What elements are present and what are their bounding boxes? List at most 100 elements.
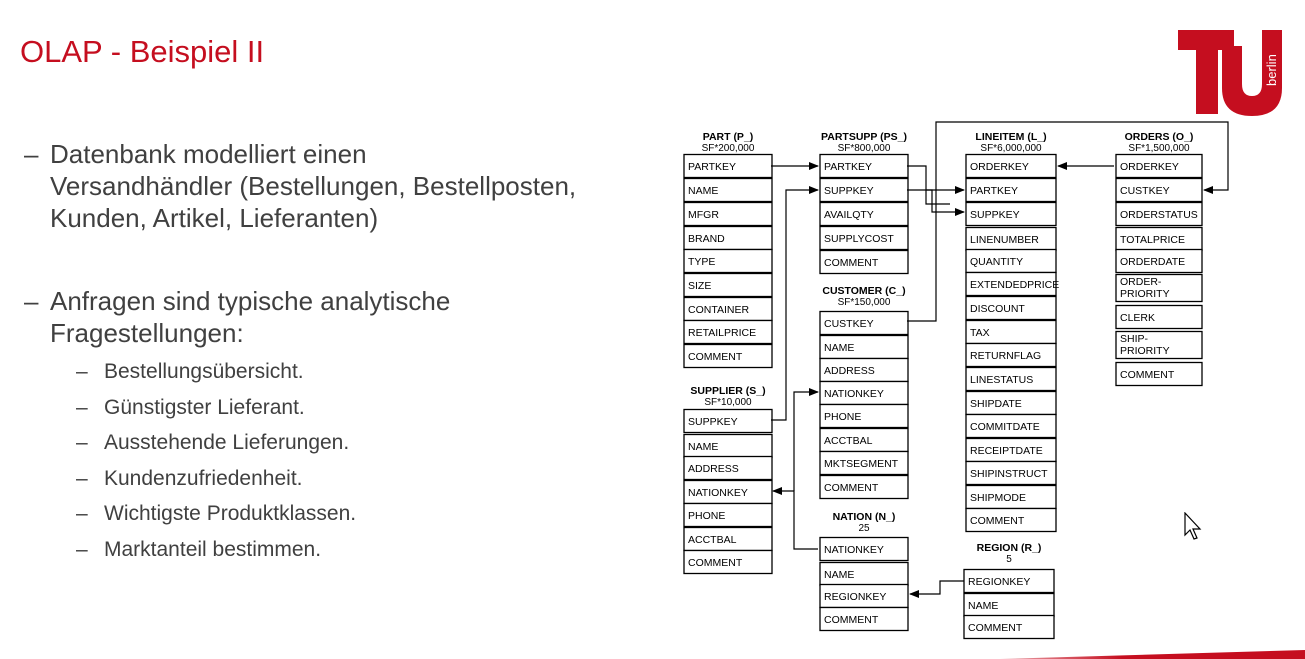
subbullet: –Wichtigste Produktklassen. [76,501,356,537]
field-name: SUPPLYCOST [824,233,894,245]
field-name: COMMENT [824,614,879,626]
field-name: COMMENT [688,351,743,363]
table-lineitem: LINEITEM (L_)SF*6,000,000ORDERKEYPARTKEY… [965,131,1059,533]
fk-arrow-nation-supplier [772,487,818,550]
table-cell [965,295,1057,321]
field-name: TYPE [688,256,715,268]
table-cell [819,225,909,251]
table-scale-factor: SF*200,000 [702,143,755,154]
table-title: PARTSUPP (PS_) [821,131,907,143]
table-scale-factor: SF*10,000 [704,397,752,408]
subbullet-text: Kundenzufriedenheit. [104,466,303,490]
table-scale-factor: SF*1,500,000 [1128,143,1190,154]
table-cell [965,153,1057,179]
field-name: REGIONKEY [824,591,886,603]
field-name: SHIPDATE [970,398,1022,410]
subbullet: –Bestellungsübersicht. [76,359,356,395]
table-part: PART (P_)SF*200,000PARTKEYNAMEMFGRBRANDT… [683,131,773,369]
fk-arrow-customer-orders [907,121,1229,322]
subbullet: –Ausstehende Lieferungen. [76,430,356,466]
field-name: PHONE [824,411,861,423]
table-cell [1115,304,1203,330]
table-cell [683,272,773,298]
table-title: NATION (N_) [833,511,896,523]
table-cell [683,455,773,481]
table-scale-factor: 5 [1006,554,1012,565]
table-cell [965,271,1057,297]
field-name: PARTKEY [824,161,872,173]
table-title: ORDERS (O_) [1125,131,1194,143]
field-name: PHONE [688,510,725,522]
field-name: NATIONKEY [688,487,748,499]
table-cell [683,549,773,575]
table-nation: NATION (N_)25NATIONKEYNAMEREGIONKEYCOMME… [819,511,909,632]
subbullet-dash: – [76,537,88,561]
table-cell [683,408,773,434]
field-name: LINESTATUS [970,374,1033,386]
field-name: MKTSEGMENT [824,458,899,470]
table-cell [965,342,1057,368]
footer-stripe [1000,650,1305,659]
table-cell [1115,330,1203,360]
field-name: DISCOUNT [970,303,1025,315]
field-name: MFGR [688,209,719,221]
field-name: NAME [968,600,998,612]
table-cell [683,502,773,528]
fk-arrow-region-nation [909,580,964,598]
field-name: COMMENT [688,557,743,569]
field-name: CONTAINER [688,304,749,316]
field-name: ORDERKEY [970,161,1029,173]
field-name: NATIONKEY [824,544,884,556]
field-name: TOTALPRICE [1120,234,1185,246]
field-name: REGIONKEY [968,576,1030,588]
field-name: NAME [824,342,854,354]
field-name: ORDERSTATUS [1120,209,1198,221]
table-cell [819,403,909,429]
subbullet-text: Wichtigste Produktklassen. [104,502,357,525]
bullet-1-line-2: Versandhändler (Bestellungen, Bestellpos… [50,171,577,201]
field-name: NATIONKEY [824,388,884,400]
field-name: ACCTBAL [824,435,873,447]
bullet-2: – Anfragen sind typische analytische Fra… [24,285,450,349]
field-name: NAME [824,569,854,581]
table-orders: ORDERS (O_)SF*1,500,000ORDERKEYCUSTKEYOR… [1115,131,1203,387]
table-cell [1115,361,1203,387]
fk-arrow-nation-customer [793,388,819,491]
field-name: ADDRESS [688,463,739,475]
field-name: CUSTKEY [824,318,874,330]
bullet-2-line-1: Anfragen sind typische analytische [50,286,451,316]
field-name: SHIPINSTRUCT [970,468,1048,480]
field-name: COMMENT [970,515,1025,527]
table-scale-factor: SF*150,000 [838,297,891,308]
subbullet-text: Marktanteil bestimmen. [104,537,322,561]
subbullet: –Kundenzufriedenheit. [76,466,356,502]
field-name: COMMENT [968,622,1023,634]
table-cell [963,614,1055,640]
tu-berlin-logo: berlin [1178,30,1282,116]
subbullet-text: Ausstehende Lieferungen. [104,431,350,454]
subbullet: –Marktanteil bestimmen. [76,537,356,573]
field-name: ORDER- [1120,276,1162,288]
table-cell [1115,201,1203,227]
bullet-dash: – [24,139,39,169]
field-name: RETAILPRICE [688,327,756,339]
fk-arrow-supplier-partsupp [771,186,819,421]
field-name: ORDERKEY [1120,161,1179,173]
table-cell [1115,248,1203,274]
bullet-1: – Datenbank modelliert einen Versandhänd… [24,138,576,234]
subbullet-dash: – [76,466,88,490]
table-customer: CUSTOMER (C_)SF*150,000CUSTKEYNAMEADDRES… [819,285,909,500]
table-title: REGION (R_) [977,542,1042,554]
subbullet-dash: – [76,395,88,419]
field-name: COMMITDATE [970,421,1040,433]
table-cell [1115,273,1203,303]
bullet-dash: – [24,286,39,316]
table-title: SUPPLIER (S_) [690,385,765,397]
bullet-1-line-3: Kunden, Artikel, Lieferanten) [50,203,379,233]
table-cell [965,201,1057,227]
table-cell [1115,177,1203,203]
table-cell [819,606,909,632]
field-name: SUPPKEY [688,416,738,428]
field-name: ORDERDATE [1120,256,1185,268]
